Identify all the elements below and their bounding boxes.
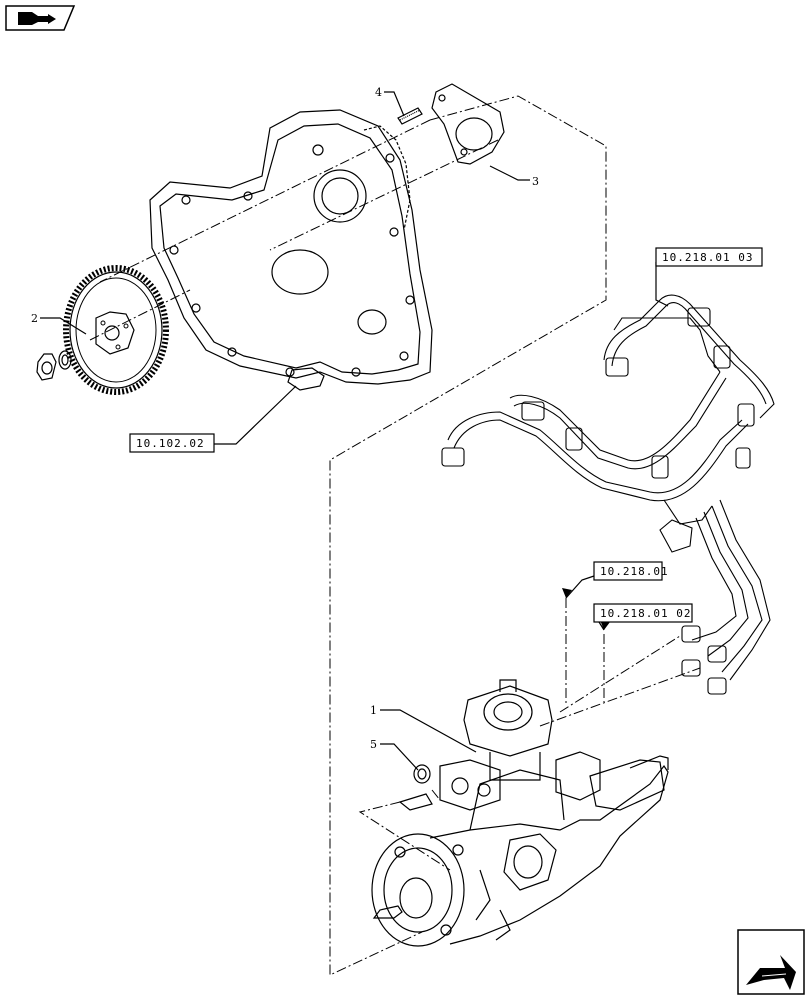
timing-gear bbox=[63, 265, 169, 395]
reference-box-10-218-01-03[interactable]: 10.218.01 03 bbox=[655, 247, 763, 267]
next-page-arrow-icon[interactable] bbox=[737, 929, 805, 995]
gasket bbox=[431, 83, 505, 165]
item-number-1: 1 bbox=[370, 704, 377, 717]
leader-lines bbox=[40, 91, 669, 771]
reference-box-10-102-02[interactable]: 10.102.02 bbox=[129, 433, 215, 453]
reference-box-10-218-01-02[interactable]: 10.218.01 02 bbox=[593, 603, 693, 623]
item-number-2: 2 bbox=[31, 312, 38, 325]
gear-housing bbox=[149, 109, 433, 391]
gear-nut-and-washer bbox=[36, 350, 72, 381]
assembly-boundary bbox=[329, 95, 607, 976]
stud bbox=[397, 107, 423, 125]
reference-label: 10.102.02 bbox=[136, 437, 205, 450]
injection-pipes bbox=[441, 294, 775, 695]
seal-ring bbox=[413, 764, 431, 784]
book-arrow-icon[interactable] bbox=[5, 5, 76, 31]
item-number-4: 4 bbox=[375, 86, 382, 99]
injection-pump bbox=[371, 679, 669, 947]
item-number-5: 5 bbox=[370, 738, 377, 751]
reference-box-10-218-01[interactable]: 10.218.01 bbox=[593, 561, 669, 581]
reference-label: 10.218.01 02 bbox=[600, 607, 691, 620]
reference-label: 10.218.01 03 bbox=[662, 251, 753, 264]
centerlines bbox=[89, 119, 701, 871]
reference-label: 10.218.01 bbox=[600, 565, 669, 578]
item-number-3: 3 bbox=[532, 175, 539, 188]
